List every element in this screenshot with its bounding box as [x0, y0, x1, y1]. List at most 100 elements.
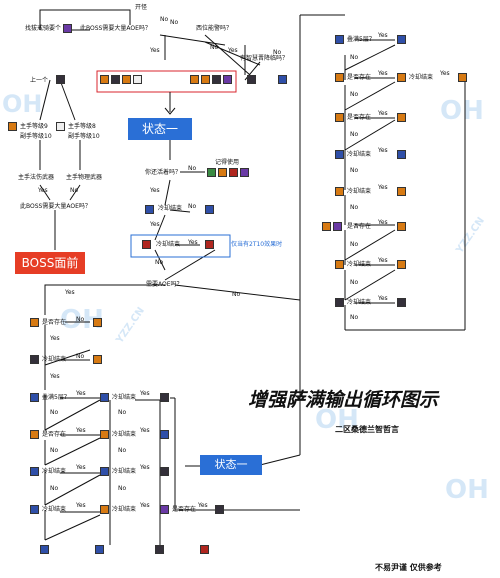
label-exists-1: 是否存在 — [42, 319, 67, 326]
label-cooldown-7: 冷却结束 — [112, 468, 137, 475]
spell-icon — [160, 505, 169, 514]
state-one-box: 状态一 — [128, 118, 192, 140]
no-label: No — [350, 54, 359, 61]
spell-icon — [100, 505, 109, 514]
yes-label: Yes — [440, 70, 450, 77]
yes-label: Yes — [378, 184, 388, 191]
spell-icon — [229, 168, 238, 177]
label-oh-10b: 副手等级10 — [68, 133, 100, 140]
label-stack5: 叠满5层？ — [42, 394, 70, 401]
spell-icon — [200, 545, 209, 554]
label-smart-drop: 有智慧晋降临吗？ — [240, 55, 289, 62]
no-label: No — [350, 91, 359, 98]
yes-label: Yes — [38, 187, 48, 194]
spell-icon — [100, 393, 109, 402]
spell-icon — [335, 150, 344, 159]
spell-icon — [397, 222, 406, 231]
no-label: No — [118, 409, 127, 416]
label-only-2t10: 仅当有2T10效果时 — [231, 241, 283, 248]
no-label: No — [155, 259, 164, 266]
spell-icon — [335, 73, 344, 82]
yes-label: Yes — [140, 390, 150, 397]
label-still-mana: 你还活着吗？ — [145, 169, 182, 176]
no-label: No — [118, 485, 127, 492]
no-label: No — [188, 203, 197, 210]
spell-icon — [397, 260, 406, 269]
watermark-logo: OH — [445, 475, 489, 505]
watermark-logo: OH — [440, 96, 484, 126]
yes-label: Yes — [378, 219, 388, 226]
yes-label: Yes — [378, 110, 388, 117]
label-exists-3: 是否存在 — [172, 506, 197, 513]
no-label: No — [170, 19, 179, 26]
no-label: No — [118, 447, 127, 454]
yes-label: Yes — [198, 502, 208, 509]
spell-icon — [56, 75, 65, 84]
spell-icon — [95, 545, 104, 554]
spell-icon — [207, 168, 216, 177]
no-label: No — [350, 314, 359, 321]
spell-icon — [30, 393, 39, 402]
label-exists-r1: 是否存在 — [347, 74, 372, 81]
yes-label: Yes — [140, 427, 150, 434]
spell-icon — [335, 298, 344, 307]
spell-icon — [190, 75, 199, 84]
spell-icon — [335, 113, 344, 122]
no-label: No — [50, 447, 59, 454]
yes-label: Yes — [378, 295, 388, 302]
yes-label: Yes — [378, 147, 388, 154]
label-cooldown-r1: 冷却结束 — [409, 74, 434, 81]
spell-icon — [205, 240, 214, 249]
spell-icon — [93, 318, 102, 327]
label-cooldown-r2: 冷却结束 — [347, 151, 372, 158]
label-cooldown-4: 冷却结束 — [112, 394, 137, 401]
label-exists-r2: 是否存在 — [347, 114, 372, 121]
spell-icon — [100, 467, 109, 476]
label-start: 开怪 — [135, 4, 148, 11]
spell-icon — [212, 75, 221, 84]
spell-icon — [30, 430, 39, 439]
spell-icon — [145, 205, 154, 214]
no-label: No — [76, 316, 85, 323]
label-mh-8: 主手等级8 — [68, 123, 96, 130]
no-label: No — [210, 44, 219, 51]
spell-icon — [397, 298, 406, 307]
label-moving-check: 西位能警吗？ — [196, 25, 233, 32]
no-label: No — [350, 204, 359, 211]
no-label: No — [70, 187, 79, 194]
spell-icon — [215, 505, 224, 514]
yes-label: Yes — [150, 47, 160, 54]
label-cooldown-r4: 冷却结束 — [347, 261, 372, 268]
label-mh-9: 主手等级9 — [20, 123, 48, 130]
no-label: No — [350, 131, 359, 138]
no-label: No — [232, 291, 241, 298]
label-exists-r3: 是否存在 — [347, 223, 372, 230]
label-boss-aoe-bottom: 此BOSS需要大量AOE吗？ — [20, 203, 91, 210]
spell-icon — [333, 222, 342, 231]
spell-icon — [335, 187, 344, 196]
spell-icon — [205, 205, 214, 214]
spell-icon — [155, 545, 164, 554]
spell-icon — [30, 505, 39, 514]
watermark-logo: OH — [315, 405, 359, 435]
spell-icon — [40, 545, 49, 554]
label-cooldown-r3: 冷却结束 — [347, 188, 372, 195]
spell-icon — [30, 318, 39, 327]
yes-label: Yes — [50, 335, 60, 342]
yes-label: Yes — [140, 464, 150, 471]
watermark-logo: OH — [2, 90, 43, 118]
spell-icon — [93, 355, 102, 364]
spell-icon — [100, 430, 109, 439]
spell-icon — [100, 75, 109, 84]
label-cooldown-9: 冷却结束 — [112, 506, 137, 513]
spell-icon — [335, 35, 344, 44]
yes-label: Yes — [188, 239, 198, 246]
spell-icon — [240, 168, 249, 177]
yes-label: Yes — [140, 502, 150, 509]
no-label: No — [350, 279, 359, 286]
label-cooldown-1: 冷却结束 — [158, 205, 183, 212]
spell-icon — [30, 355, 39, 364]
boss-front-box: BOSS面前 — [15, 252, 85, 274]
spell-icon — [397, 35, 406, 44]
